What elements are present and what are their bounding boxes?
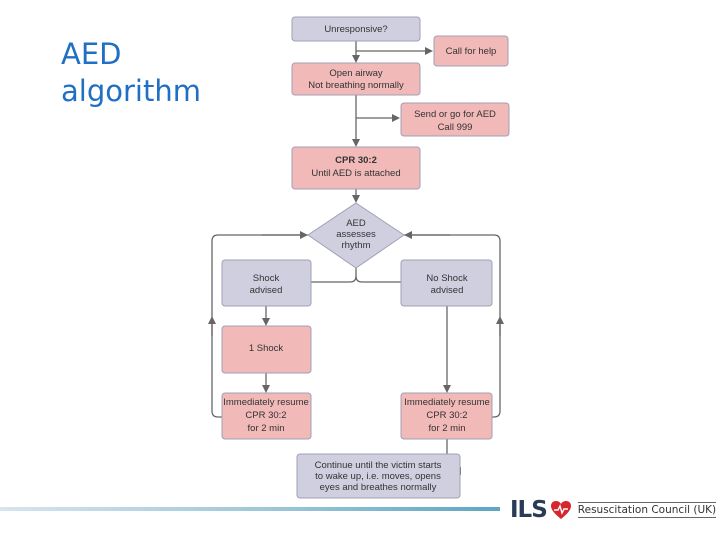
label-continue-1: Continue until the victim starts xyxy=(315,460,442,471)
label-cpr-2: Until AED is attached xyxy=(311,168,400,179)
box-unresponsive xyxy=(291,16,421,42)
box-send-aed xyxy=(400,102,510,137)
footer-bar xyxy=(0,507,500,511)
label-call-for-help: Call for help xyxy=(446,46,497,57)
label-resume-right-1: Immediately resume xyxy=(404,397,490,408)
label-resume-left-1: Immediately resume xyxy=(223,397,309,408)
slide-title-line1: AED xyxy=(61,37,122,71)
label-send-aed-2: Call 999 xyxy=(438,122,473,133)
label-aed-1: AED xyxy=(346,218,366,229)
label-cpr-1: CPR 30:2 xyxy=(335,155,377,166)
label-resume-right-3: for 2 min xyxy=(429,423,466,434)
box-shock-advised xyxy=(221,259,312,307)
boxes xyxy=(221,16,510,499)
label-no-shock-2: advised xyxy=(431,285,464,296)
box-cpr xyxy=(291,146,421,190)
ils-wordmark: ILS xyxy=(510,497,548,523)
box-aed-assess xyxy=(307,202,405,269)
label-resume-right-2: CPR 30:2 xyxy=(426,410,467,421)
label-resume-left-2: CPR 30:2 xyxy=(245,410,286,421)
label-resume-left-3: for 2 min xyxy=(248,423,285,434)
ils-logo: ILS Resuscitation Council (UK) xyxy=(510,496,717,524)
box-resume-right xyxy=(400,392,493,440)
box-labels: Unresponsive? Call for help Open airway … xyxy=(223,24,496,493)
label-aed-2: assesses xyxy=(336,229,376,240)
label-no-shock-1: No Shock xyxy=(426,273,467,284)
label-shock-advised-2: advised xyxy=(250,285,283,296)
box-one-shock xyxy=(221,325,312,374)
box-resume-left xyxy=(221,392,312,440)
box-no-shock xyxy=(400,259,493,307)
heart-icon xyxy=(550,501,571,519)
slide-title-line2: algorithm xyxy=(61,74,201,108)
box-open-airway xyxy=(291,62,421,96)
label-shock-advised-1: Shock xyxy=(253,273,280,284)
label-send-aed-1: Send or go for AED xyxy=(414,109,496,120)
box-continue xyxy=(296,453,461,499)
label-one-shock: 1 Shock xyxy=(249,343,284,354)
label-open-airway-2: Not breathing normally xyxy=(308,80,404,91)
org-name: Resuscitation Council (UK) xyxy=(577,502,717,518)
slide-title: AED algorithm xyxy=(61,36,201,110)
label-unresponsive: Unresponsive? xyxy=(324,24,387,35)
box-call-for-help xyxy=(433,35,509,67)
label-continue-2: to wake up, i.e. moves, opens xyxy=(315,471,441,482)
label-open-airway-1: Open airway xyxy=(329,68,383,79)
label-aed-3: rhythm xyxy=(341,240,370,251)
label-continue-3: eyes and breathes normally xyxy=(320,482,437,493)
